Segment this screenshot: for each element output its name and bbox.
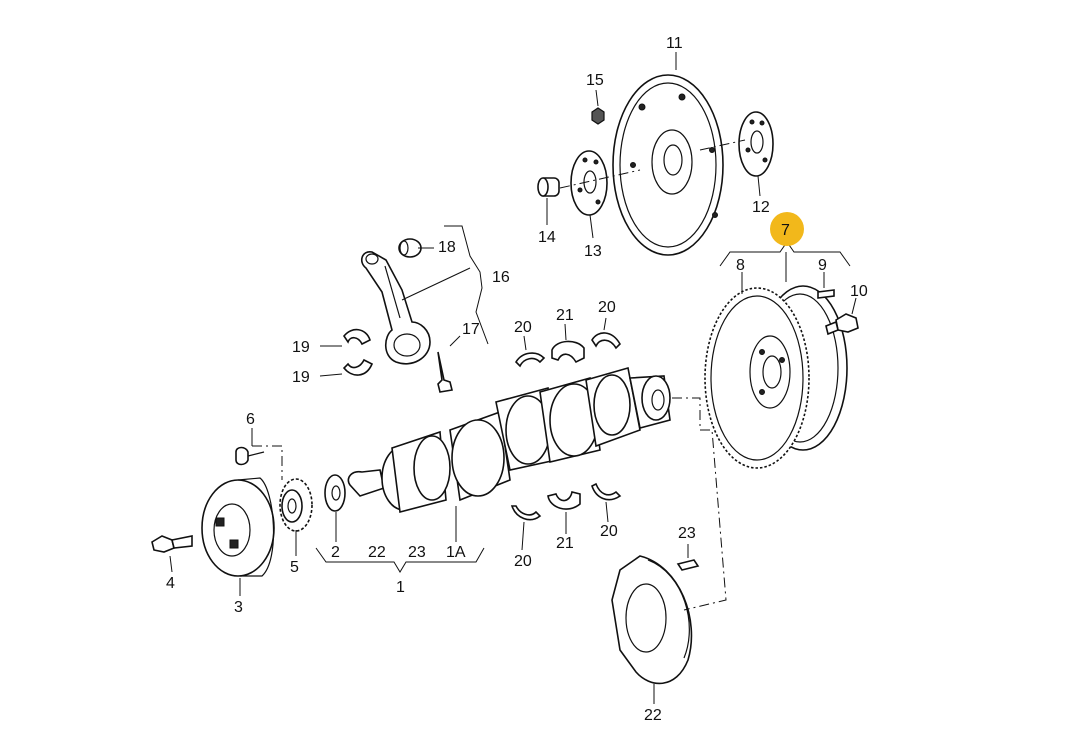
svg-text:20: 20	[514, 319, 532, 336]
callout-22-crank[interactable]: 22	[368, 544, 386, 561]
callout-23-crank[interactable]: 23	[408, 544, 426, 561]
svg-text:12: 12	[752, 199, 770, 216]
callout-8[interactable]: 8	[736, 257, 745, 274]
svg-text:15: 15	[586, 72, 604, 89]
thrust-washers	[510, 332, 622, 521]
callout-14[interactable]: 14	[538, 229, 556, 246]
svg-text:11: 11	[666, 35, 683, 52]
svg-text:13: 13	[584, 243, 602, 260]
callout-10[interactable]: 10	[850, 283, 868, 300]
callout-20-upper-right[interactable]: 20	[598, 299, 616, 316]
callout-20-lower-left[interactable]: 20	[514, 553, 532, 570]
svg-text:8: 8	[736, 257, 745, 274]
flywheel-assembly	[537, 74, 774, 256]
callout-5[interactable]: 5	[290, 559, 299, 576]
svg-text:3: 3	[234, 599, 243, 616]
callout-15[interactable]: 15	[586, 72, 604, 89]
svg-text:21: 21	[556, 535, 574, 552]
highlight-marker	[770, 212, 804, 246]
callout-18[interactable]: 18	[438, 239, 456, 256]
callout-19-upper[interactable]: 19	[292, 339, 310, 356]
callout-1[interactable]: 1	[396, 579, 405, 596]
svg-text:4: 4	[166, 575, 175, 592]
callout-11[interactable]: 11	[666, 35, 683, 52]
svg-text:20: 20	[600, 523, 618, 540]
callout-21-upper[interactable]: 21	[556, 307, 574, 324]
callout-2[interactable]: 2	[331, 544, 340, 561]
callout-22-plate[interactable]: 22	[644, 707, 662, 724]
svg-text:21: 21	[556, 307, 574, 324]
svg-text:7: 7	[781, 222, 790, 239]
svg-text:1: 1	[396, 579, 405, 596]
svg-text:22: 22	[368, 544, 386, 561]
svg-text:18: 18	[438, 239, 456, 256]
svg-text:2: 2	[331, 544, 340, 561]
callout-6[interactable]: 6	[246, 411, 255, 428]
callout-7[interactable]: 7	[781, 222, 790, 239]
svg-text:10: 10	[850, 283, 868, 300]
crankshaft	[347, 366, 700, 514]
callout-19-lower[interactable]: 19	[292, 369, 310, 386]
svg-text:22: 22	[644, 707, 662, 724]
svg-text:5: 5	[290, 559, 299, 576]
callout-3[interactable]: 3	[234, 599, 243, 616]
connecting-rod-assembly	[342, 238, 453, 393]
svg-text:9: 9	[818, 257, 827, 274]
svg-text:6: 6	[246, 411, 255, 428]
callout-13[interactable]: 13	[584, 243, 602, 260]
callout-labels: 11 15 12 13 14 7 8 9 10 18 16 17 19 19 2…	[166, 35, 868, 724]
callout-21-lower[interactable]: 21	[556, 535, 574, 552]
svg-text:17: 17	[462, 321, 480, 338]
callout-17[interactable]: 17	[462, 321, 480, 338]
svg-text:23: 23	[678, 525, 696, 542]
dual-mass-flywheel	[704, 285, 859, 469]
svg-text:19: 19	[292, 369, 310, 386]
svg-text:14: 14	[538, 229, 556, 246]
front-parts	[151, 446, 346, 577]
svg-text:1A: 1A	[446, 544, 466, 561]
svg-text:16: 16	[492, 269, 510, 286]
callout-12[interactable]: 12	[752, 199, 770, 216]
callout-20-lower-right[interactable]: 20	[600, 523, 618, 540]
callout-1A[interactable]: 1A	[446, 544, 466, 561]
sensor-plate	[611, 555, 700, 685]
svg-text:20: 20	[598, 299, 616, 316]
callout-23-plate[interactable]: 23	[678, 525, 696, 542]
callout-9[interactable]: 9	[818, 257, 827, 274]
callout-4[interactable]: 4	[166, 575, 175, 592]
callout-16[interactable]: 16	[492, 269, 510, 286]
svg-text:19: 19	[292, 339, 310, 356]
callout-20-upper-left[interactable]: 20	[514, 319, 532, 336]
svg-text:20: 20	[514, 553, 532, 570]
svg-text:23: 23	[408, 544, 426, 561]
